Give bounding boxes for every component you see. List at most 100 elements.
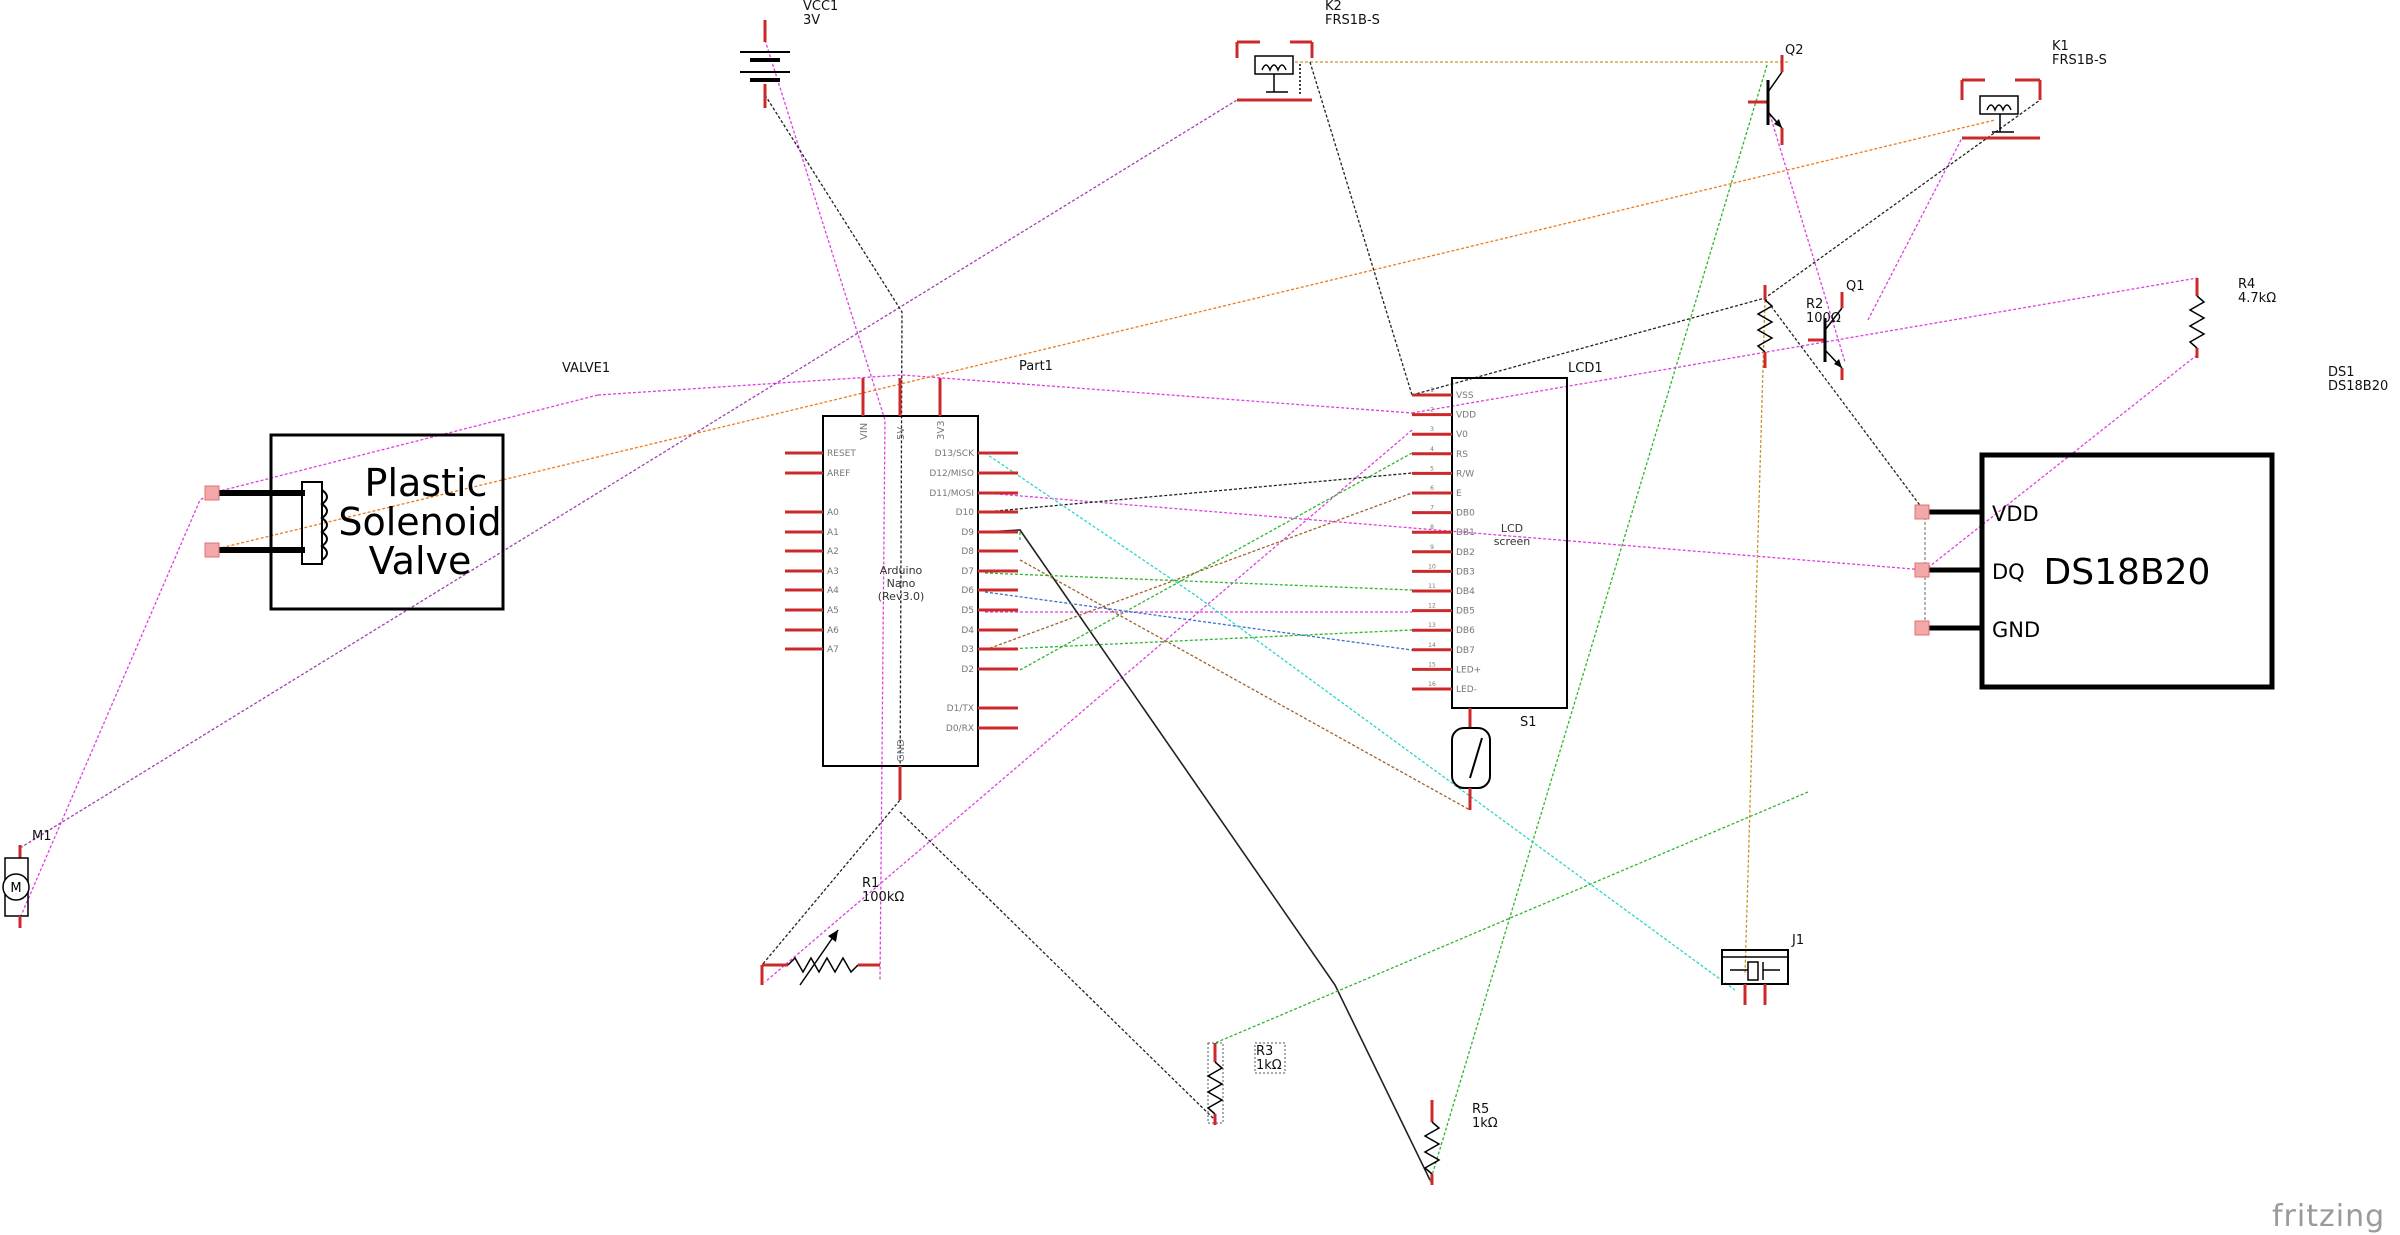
- potentiometer-r1[interactable]: R1 100kΩ: [760, 876, 904, 986]
- lcd-pin-number: 13: [1428, 622, 1436, 629]
- r2-ref: R2: [1806, 297, 1823, 312]
- wire-q2-to-r5[interactable]: [1429, 64, 1768, 1183]
- wire-d8-to-s1[interactable]: [1019, 559, 1471, 811]
- wire-d13-to-j1[interactable]: [984, 452, 1736, 991]
- wire-r4-to-dq[interactable]: [1924, 354, 2198, 571]
- nano-pin-d13-sck: D13/SCK: [935, 449, 975, 459]
- wire-j1-to-r3[interactable]: [1214, 791, 1809, 1044]
- k1-value: FRS1B-S: [2052, 53, 2107, 68]
- vcc1-ref: VCC1: [803, 0, 838, 14]
- nano-pin-d12-miso: D12/MISO: [929, 469, 974, 479]
- nano-pin-reset: RESET: [827, 449, 856, 459]
- lcd-pin-led: LED-: [1456, 685, 1477, 695]
- nano-pin-vin: VIN: [859, 423, 870, 440]
- wire-valve-to-k1[interactable]: [211, 119, 1996, 551]
- vcc1-value: 3V: [803, 13, 820, 28]
- lcd-pin-r-w: R/W: [1456, 469, 1474, 479]
- nano-pin-a4: A4: [827, 586, 839, 596]
- k1-ref: K1: [2052, 39, 2069, 54]
- wire-motor-to-k2[interactable]: [19, 99, 1238, 849]
- lcd-pin-number: 16: [1428, 681, 1436, 688]
- wire-5v-to-lcd-vdd[interactable]: [597, 374, 1413, 414]
- nano-title-1: Arduino: [880, 564, 923, 577]
- lcd-pin-v0: V0: [1456, 430, 1468, 440]
- piezo-j1[interactable]: J1: [1721, 933, 1804, 1005]
- nano-pin-a3: A3: [827, 567, 839, 577]
- lcd-pin-db4: DB4: [1456, 587, 1475, 597]
- nano-pin-a0: A0: [827, 508, 839, 518]
- nano-pin-a6: A6: [827, 626, 839, 636]
- lcd-title-1: LCD: [1501, 522, 1523, 535]
- ds1-pin-dq: DQ: [1992, 560, 2025, 584]
- wire-v0-to-r1[interactable]: [764, 429, 1413, 983]
- sensor-ds1[interactable]: DS1 DS18B20 DS18B20 VDD DQ GND: [1914, 365, 2388, 690]
- wire-lcd-vdd-to-r4[interactable]: [1411, 277, 2198, 414]
- ds1-pin-vdd: VDD: [1992, 502, 2039, 526]
- wire-d10-to-rw[interactable]: [984, 472, 1413, 513]
- valve1-text-line-3: Valve: [369, 539, 472, 583]
- lcd-pin-e: E: [1456, 489, 1462, 499]
- wire-q1-to-k1[interactable]: [1867, 137, 1963, 321]
- resistor-r4[interactable]: R4 4.7kΩ: [2188, 277, 2276, 358]
- lcd-pin-number: 9: [1430, 544, 1434, 551]
- fritzing-logo: fritzing: [2272, 1199, 2385, 1234]
- s1-ref: S1: [1520, 715, 1537, 730]
- lcd-lcd1[interactable]: LCD1 1VSS2VDD3V04RS5R/W6E7DB08DB19DB210D…: [1412, 361, 1603, 709]
- switch-s1[interactable]: S1: [1451, 708, 1537, 810]
- lcd-pin-number: 3: [1430, 426, 1434, 433]
- resistor-r2[interactable]: R2 100Ω: [1756, 285, 1841, 368]
- nano-title-2: Nano: [887, 577, 916, 590]
- nano-pin-gnd: GND: [896, 739, 907, 762]
- wire-d4-to-db6[interactable]: [984, 629, 1413, 651]
- wire-d2-to-rs[interactable]: [1019, 452, 1413, 671]
- wire-r2-to-j1[interactable]: [1744, 299, 1766, 976]
- nano-pin-d8: D8: [961, 547, 974, 557]
- wire-vcc-to-gnd[interactable]: [761, 94, 903, 966]
- battery-vcc1[interactable]: VCC1 3V: [740, 0, 838, 108]
- wire-vcc-to-r1[interactable]: [764, 39, 886, 981]
- r3-ref: R3: [1256, 1044, 1273, 1059]
- lcd-pin-db0: DB0: [1456, 509, 1475, 519]
- nano-pin-d3: D3: [961, 645, 974, 655]
- wire-lcd-vss-to-k1[interactable]: [1411, 99, 2041, 396]
- r5-value: 1kΩ: [1472, 1116, 1498, 1131]
- r4-value: 4.7kΩ: [2238, 291, 2276, 306]
- solenoid-valve1[interactable]: VALVE1 Plastic Solenoid Valve: [204, 361, 610, 611]
- lcd-pin-vdd: VDD: [1456, 411, 1476, 421]
- transistor-q1[interactable]: Q1: [1808, 279, 1865, 380]
- lcd-pin-db6: DB6: [1456, 626, 1475, 636]
- valve1-text-line-1: Plastic: [365, 461, 488, 505]
- resistor-r3[interactable]: R3 1kΩ: [1206, 1042, 1286, 1125]
- wire-d9-to-r5[interactable]: [984, 529, 1431, 1181]
- lcd-pin-db1: DB1: [1456, 528, 1475, 538]
- nano-pin-d7: D7: [961, 567, 974, 577]
- resistor-r5[interactable]: R5 1kΩ: [1423, 1100, 1498, 1185]
- transistor-q2[interactable]: Q2: [1748, 43, 1804, 145]
- wire-to-ds-vdd[interactable]: [1764, 297, 1926, 513]
- relay-k2[interactable]: K2 FRS1B-S: [1235, 0, 1380, 102]
- relay-k1[interactable]: K1 FRS1B-S: [1960, 39, 2107, 140]
- r3-value: 1kΩ: [1256, 1058, 1282, 1073]
- wire-k2-to-lcd-vss[interactable]: [1309, 61, 1413, 396]
- wire-valve-to-motor[interactable]: [19, 492, 213, 919]
- nano-pin-d6: D6: [961, 586, 974, 596]
- wire-d3-to-e[interactable]: [984, 492, 1413, 651]
- wire-d11-to-dq[interactable]: [984, 492, 1926, 571]
- lcd-pin-number: 12: [1428, 603, 1436, 610]
- wire-d6-to-db7[interactable]: [984, 591, 1413, 651]
- valve1-ref: VALVE1: [562, 361, 610, 376]
- lcd-pin-number: 14: [1428, 642, 1436, 649]
- wire-valve-to-5v[interactable]: [211, 394, 599, 494]
- motor-m1[interactable]: M1 M: [2, 829, 52, 928]
- wire-d7-to-db4[interactable]: [984, 572, 1413, 591]
- wire-gnd-to-r3[interactable]: [899, 811, 1216, 1121]
- lcd-pin-number: 15: [1428, 661, 1436, 668]
- nano-pin-d0-rx: D0/RX: [946, 724, 974, 734]
- lcd-pin-number: 7: [1430, 505, 1434, 512]
- lcd-pin-number: 2: [1430, 407, 1434, 414]
- ds1-ref: DS1: [2328, 365, 2355, 380]
- r2-value: 100Ω: [1806, 311, 1841, 326]
